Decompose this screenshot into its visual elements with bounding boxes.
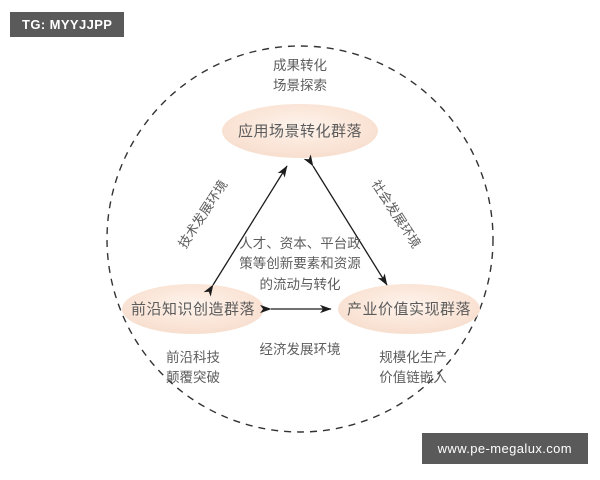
center-flow-line-1: 人才、资本、平台政	[239, 236, 361, 251]
annotation-bottom-right: 规模化生产 价值链嵌入	[348, 348, 478, 387]
edge-label-economic-environment: 经济发展环境	[259, 342, 341, 357]
center-flow-line-2: 策等创新要素和资源	[239, 256, 361, 272]
edge-knowledge-to-application	[203, 165, 288, 297]
annotation-bottom-left: 前沿科技 颠覆突破	[128, 348, 258, 387]
node-ellipse-application-scenario	[222, 104, 378, 158]
center-flow-text: 人才、资本、平台政 策等创新要素和资源 的流动与转化	[205, 234, 395, 295]
annotation-top: 成果转化 场景探索	[230, 56, 370, 95]
annotation-top-line-2: 场景探索	[273, 77, 327, 93]
node-ellipse-industrial-value	[338, 284, 480, 334]
edge-application-to-industrial	[303, 154, 388, 286]
annotation-bottom-left-line-1: 前沿科技	[166, 350, 220, 365]
watermark-bottom-right: www.pe-megalux.com	[421, 433, 588, 464]
annotation-top-line-1: 成果转化	[273, 58, 327, 73]
outer-dashed-circle	[106, 45, 494, 433]
annotation-bottom-left-line-2: 颠覆突破	[166, 369, 220, 385]
center-flow-line-3: 的流动与转化	[259, 276, 341, 292]
watermark-top-left: TG: MYYJJPP	[10, 12, 125, 37]
annotation-bottom-right-line-2: 价值链嵌入	[379, 369, 447, 385]
annotation-bottom-right-line-1: 规模化生产	[379, 350, 447, 365]
